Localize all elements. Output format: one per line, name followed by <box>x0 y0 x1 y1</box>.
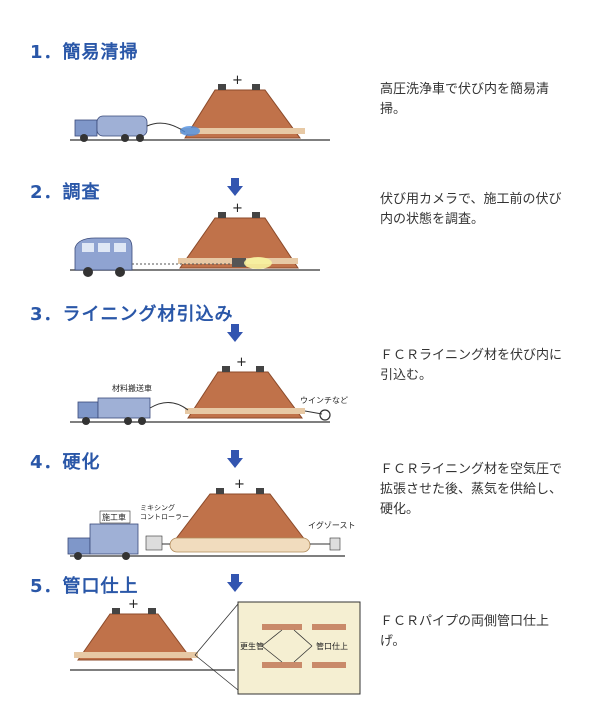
step-2-description: 伏び用カメラで、施工前の伏び内の状態を調査。 <box>380 192 562 227</box>
embankment <box>77 613 193 661</box>
renewed-pipe-label: 更生管 <box>240 641 264 651</box>
step-2-title: 2．調査 <box>30 182 101 203</box>
high-pressure-truck <box>74 115 148 142</box>
water-spray <box>180 126 200 136</box>
embankment <box>184 89 301 139</box>
winch-label: ウインチなど <box>300 396 348 405</box>
controller-box <box>145 535 163 551</box>
down-arrow-icon <box>227 178 243 196</box>
detail-inset <box>237 601 361 695</box>
step-3: 3．ライニング材引込み + 材料搬送車 ウインチなど ＦＣＲライニング材を伏び内… <box>0 300 600 440</box>
winch-icon <box>319 409 331 421</box>
step-2-scene: + <box>70 201 320 277</box>
work-truck <box>67 523 139 560</box>
step-1-description: 高圧洗浄車で伏び内を簡易清掃。 <box>380 82 550 117</box>
down-arrow-icon <box>227 574 243 592</box>
step-4-description: ＦＣＲライニング材を空気圧で拡張させた後、蒸気を供給し、硬化。 <box>380 462 563 517</box>
camera-light <box>244 257 272 269</box>
plus-sign: + <box>234 477 245 492</box>
step-5-scene: + 更生管 管口仕上 <box>70 597 361 695</box>
exhaust-device <box>329 537 341 551</box>
mixing-controller-label: ミキシング コントローラー <box>140 503 189 521</box>
embankment <box>187 371 303 419</box>
step-5-description: ＦＣＲパイプの両側管口仕上げ。 <box>380 614 550 649</box>
material-truck-label: 材料搬送車 <box>112 383 152 393</box>
down-arrow-icon <box>227 324 243 342</box>
material-truck <box>77 397 151 425</box>
step-4-title: 4．硬化 <box>30 452 101 473</box>
step-4-scene: + 施工車 ミキシング コントローラー イグゾースト <box>67 477 356 560</box>
expanded-liner <box>169 537 311 553</box>
step-1: 1．簡易清掃 + 高圧洗浄車で伏び内を簡易清掃。 <box>0 38 600 150</box>
plus-sign: + <box>128 597 139 612</box>
plus-sign: + <box>236 355 247 370</box>
step-2: 2．調査 + 伏び用カメラで、施工前の伏び内の状態を調査。 <box>0 178 600 288</box>
step-5-title: 5．管口仕上 <box>30 576 139 597</box>
step-3-description: ＦＣＲライニング材を伏び内に引込む。 <box>380 348 563 383</box>
step-4: 4．硬化 + 施工車 ミキシング コントローラー イグゾースト ＦＣＲライニング… <box>0 448 600 566</box>
embankment <box>173 493 307 541</box>
step-3-scene: + 材料搬送車 ウインチなど <box>70 355 348 425</box>
plus-sign: + <box>232 73 243 88</box>
pipe-finish-label: 管口仕上 <box>316 641 348 651</box>
camera-icon <box>232 258 246 267</box>
camera-van <box>74 237 133 277</box>
down-arrow-icon <box>227 450 243 468</box>
step-5: 5．管口仕上 + 更生管 管口仕上 ＦＣＲパイプの両側管口仕上げ。 <box>0 572 600 712</box>
step-1-title: 1．簡易清掃 <box>30 42 139 63</box>
plus-sign: + <box>232 201 243 216</box>
step-1-scene: + <box>70 73 330 142</box>
step-3-title: 3．ライニング材引込み <box>30 304 234 325</box>
exhaust-label: イグゾースト <box>308 520 356 530</box>
work-truck-label: 施工車 <box>102 512 126 522</box>
